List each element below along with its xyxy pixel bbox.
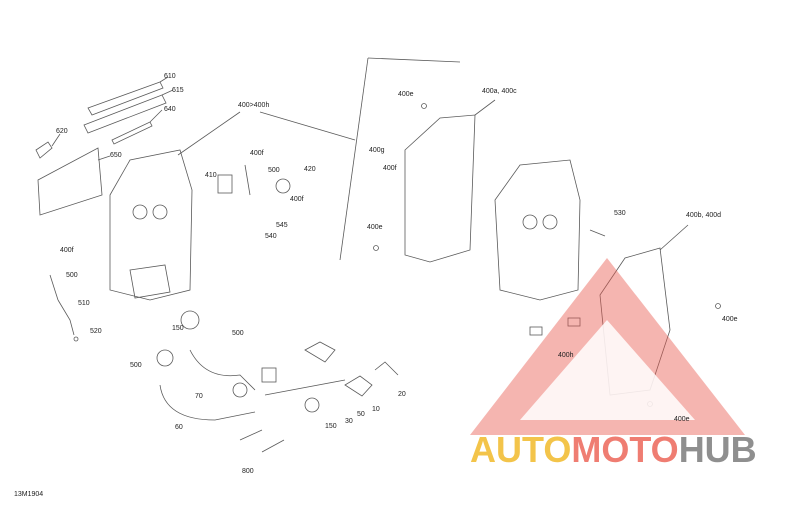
insulation-pad-650 [37, 147, 103, 216]
spring-cluster-center [244, 164, 251, 196]
callout-400e-b: 400e [367, 224, 383, 231]
callout-500-a: 500 [268, 167, 280, 174]
callout-400f-c: 400f [383, 165, 397, 172]
callout-500-c: 500 [232, 330, 244, 337]
callout-400e-d: 400e [674, 416, 690, 423]
callout-400e-c: 400e [722, 316, 738, 323]
watermark-part1: AUTO [470, 429, 572, 470]
callout-500-d: 500 [130, 362, 142, 369]
flange-left [304, 341, 336, 363]
flange-10 [344, 375, 373, 397]
spring-500-left [49, 274, 59, 301]
callout-150-b: 150 [325, 423, 337, 430]
callout-400f-a: 400f [250, 150, 264, 157]
callout-545: 545 [276, 222, 288, 229]
callout-60: 60 [175, 424, 183, 431]
callout-620: 620 [56, 128, 68, 135]
muffler-left [109, 149, 193, 301]
spring-800-b [261, 439, 285, 453]
watermark-part2: MOTO [571, 429, 679, 470]
callout-400e-a: 400e [398, 91, 414, 98]
callout-400f-d: 400f [60, 247, 74, 254]
callout-20: 20 [398, 391, 406, 398]
callout-410: 410 [205, 172, 217, 179]
callout-800: 800 [242, 468, 254, 475]
muffler-right [494, 159, 581, 301]
callout-420: 420 [304, 166, 316, 173]
callout-50: 50 [357, 411, 365, 418]
watermark-part3: HUB [678, 429, 757, 470]
callout-510: 510 [78, 300, 90, 307]
coupler [261, 367, 277, 383]
gasket-150-b [304, 397, 320, 413]
callout-30: 30 [345, 418, 353, 425]
muffler-cover-center [404, 114, 476, 263]
cap-420 [275, 178, 291, 194]
heat-shield-640 [111, 121, 153, 145]
callout-520: 520 [90, 328, 102, 335]
clip-530 [589, 229, 606, 237]
callout-10: 10 [372, 406, 380, 413]
diagram-code: 13M1904 [14, 491, 44, 498]
callout-500-b: 500 [66, 272, 78, 279]
callout-400b-400d: 400b, 400d [686, 212, 722, 219]
heat-shield-615 [83, 94, 167, 134]
bracket-400h [529, 326, 543, 336]
block-410 [217, 174, 233, 194]
callout-70: 70 [195, 393, 203, 400]
callout-615: 615 [172, 87, 184, 94]
callout-400f-b: 400f [290, 196, 304, 203]
watermark-triangle-icon [470, 258, 745, 435]
watermark-logo: AUTOMOTOHUB [470, 432, 757, 468]
rod-510 [57, 299, 75, 336]
gasket-150-a [180, 310, 200, 330]
heat-shield-610 [87, 81, 164, 116]
exhaust-pipe-70 [189, 349, 256, 391]
callout-400g: 400g [369, 147, 385, 154]
callout-610: 610 [164, 73, 176, 80]
callout-540: 540 [265, 233, 277, 240]
callout-400h: 400h [558, 352, 574, 359]
pipe-20 [374, 361, 399, 376]
callout-530: 530 [614, 210, 626, 217]
callout-400a-400c: 400a, 400c [482, 88, 517, 95]
callout-650: 650 [110, 152, 122, 159]
spring-800-a [239, 429, 263, 441]
exhaust-pipe-60 [159, 384, 256, 421]
callout-150-a: 150 [172, 325, 184, 332]
callout-400-400h: 400>400h [238, 102, 270, 109]
bracket-620 [35, 141, 53, 159]
callout-640: 640 [164, 106, 176, 113]
